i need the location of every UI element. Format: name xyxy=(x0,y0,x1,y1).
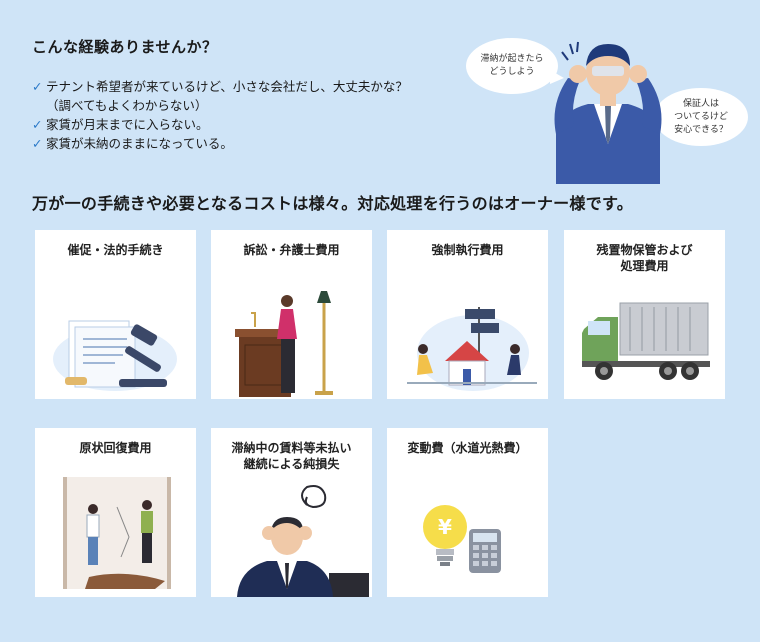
card-net-loss: 滞納中の賃料等未払い継続による純損失 xyxy=(211,428,372,597)
card-enforcement-fees: 強制執行費用 xyxy=(387,230,548,399)
check-item-note: （調べてもよくわからない） xyxy=(46,98,208,113)
speech-bubble-left: 滞納が起きたらどうしよう xyxy=(466,38,558,94)
bubble-text: ついてるけど xyxy=(674,111,728,122)
headline: 万が一の手続きや必要となるコストは様々。対応処理を行うのはオーナー様です。 xyxy=(32,194,634,213)
lightbulb-calculator-icon: ¥ xyxy=(423,505,501,573)
speech-bubble-right: 保証人はついてるけど安心できる？ xyxy=(654,88,748,146)
card-title: 訴訟・弁護士費用 xyxy=(243,243,340,257)
card-restoration-fees: 原状回復費用 xyxy=(35,428,196,597)
intro-title: こんな経験ありませんか？ xyxy=(32,38,218,56)
stressed-man-icon xyxy=(237,485,369,597)
check-item: ✓ 家賃が未納のままになっている。 xyxy=(32,134,492,153)
check-item: ✓ 家賃が月末までに入らない。 xyxy=(32,115,492,134)
card-leftover-storage: 残置物保管および処理費用 xyxy=(564,230,725,399)
eviction-house-icon xyxy=(407,307,537,391)
checklist: ✓ テナント希望者が来ているけど、小さな会社だし、大丈夫かな？ （調べてもよくわ… xyxy=(32,77,492,153)
check-icon: ✓ xyxy=(32,79,43,94)
card-legal-procedure: 催促・法的手続き xyxy=(35,230,196,399)
check-item: ✓ テナント希望者が来ているけど、小さな会社だし、大丈夫かな？ xyxy=(32,77,492,96)
card-variable-costs: 変動費（水道光熱費） ¥ xyxy=(387,428,548,597)
bubble-text: 滞納が起きたら xyxy=(480,54,544,64)
bubble-text: どうしよう xyxy=(489,67,535,77)
check-icon: ✓ xyxy=(32,136,43,151)
card-title: 残置物保管および処理費用 xyxy=(596,243,693,273)
card-title: 変動費（水道光熱費） xyxy=(407,441,528,455)
bubble-tail xyxy=(550,70,564,84)
worried-businessman-illustration xyxy=(554,41,662,184)
check-item-text: テナント希望者が来ているけど、小さな会社だし、大丈夫かな？ xyxy=(46,79,408,94)
bubble-text: 安心できる？ xyxy=(674,124,728,135)
gavel-documents-icon xyxy=(53,320,177,391)
renovation-workers-icon xyxy=(63,477,171,589)
truck-icon xyxy=(582,302,710,380)
card-lawsuit-fees: 訴訟・弁護士費用 xyxy=(211,230,372,399)
check-icon: ✓ xyxy=(32,117,43,132)
check-item-text: 家賃が月末までに入らない。 xyxy=(46,117,209,132)
lawyer-podium-icon xyxy=(235,291,333,397)
card-title: 強制執行費用 xyxy=(431,243,504,257)
check-item-text: 家賃が未納のままになっている。 xyxy=(46,136,233,151)
card-title: 原状回復費用 xyxy=(79,441,152,455)
card-title: 催促・法的手続き xyxy=(67,243,164,257)
intro-section: こんな経験ありませんか？ ✓ テナント希望者が来ているけど、小さな会社だし、大丈… xyxy=(32,36,492,153)
svg-text:¥: ¥ xyxy=(438,515,452,539)
bubble-text: 保証人は xyxy=(682,98,719,109)
card-title: 滞納中の賃料等未払い継続による純損失 xyxy=(231,441,352,471)
